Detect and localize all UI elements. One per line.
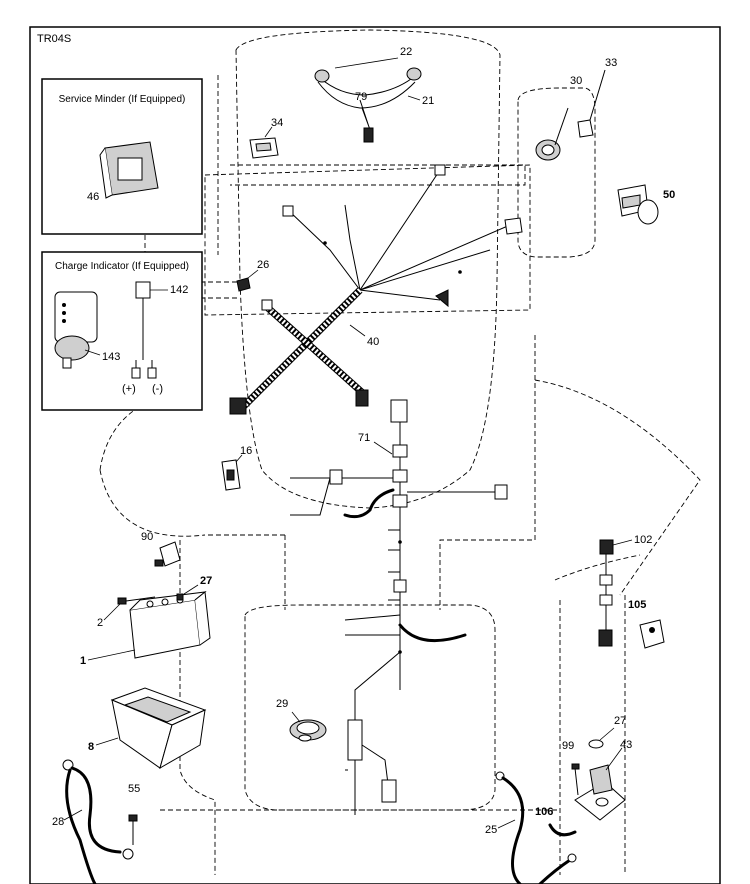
harness-71 — [290, 399, 508, 690]
part-label-26: 26 — [257, 259, 269, 271]
main-harness-40 — [229, 164, 523, 415]
part-label-28: 28 — [52, 816, 64, 828]
switch-105 — [639, 619, 665, 649]
battery-tray-8 — [110, 687, 207, 770]
part-label-106: 106 — [535, 806, 553, 818]
part-label-71: 71 — [358, 432, 370, 444]
part-label-99: 99 — [562, 740, 574, 752]
charge-indicator-gauge — [54, 291, 98, 369]
clip-106 — [548, 823, 577, 837]
pto-switch-29 — [289, 719, 327, 742]
part-label-46: 46 — [87, 191, 99, 203]
part-label-79: 79 — [355, 91, 367, 103]
battery-1 — [129, 591, 211, 659]
dash-panel-outline — [230, 164, 526, 186]
bolt-99 — [571, 763, 580, 796]
part-label-55: 55 — [128, 783, 140, 795]
part-label-143: 143 — [102, 351, 120, 363]
part-label-25: 25 — [485, 824, 497, 836]
diagram-border — [29, 26, 721, 884]
part-label-40: 40 — [367, 336, 379, 348]
part-label-30: 30 — [570, 75, 582, 87]
part-label-2: 2 — [97, 617, 103, 629]
part-label-43: 43 — [620, 739, 632, 751]
service-minder-title: Service Minder (If Equipped) — [59, 94, 186, 105]
lower-harness — [345, 651, 401, 815]
charge-indicator-title: Charge Indicator (If Equipped) — [55, 261, 189, 272]
washer-27b — [588, 739, 604, 749]
terminal-positive: (+) — [122, 383, 136, 395]
part-label-50: 50 — [663, 189, 675, 201]
part-label-102: 102 — [634, 534, 652, 546]
battery-cable-28 — [62, 759, 134, 884]
part-label-27a: 27 — [200, 575, 212, 587]
deck-outline — [244, 604, 496, 811]
connector-26 — [236, 277, 251, 292]
switch-50 — [617, 184, 659, 225]
part-label-1: 1 — [80, 655, 86, 667]
frame-outline-middle — [205, 335, 536, 610]
bolt-55 — [128, 814, 138, 845]
part-label-16: 16 — [240, 445, 252, 457]
terminal-negative: (-) — [152, 383, 163, 395]
diagram-code: TR04S — [37, 33, 71, 45]
part-label-105: 105 — [628, 599, 646, 611]
solenoid-43 — [574, 764, 626, 821]
part-label-27b: 27 — [614, 715, 626, 727]
battery-bolt-2 — [117, 596, 156, 605]
key-33 — [577, 69, 606, 138]
switch-34 — [249, 137, 279, 159]
part-label-22: 22 — [400, 46, 412, 58]
part-label-8: 8 — [88, 741, 94, 753]
headlight-harness — [314, 67, 422, 143]
part-label-90: 90 — [141, 531, 153, 543]
battery-cable-25 — [495, 771, 577, 884]
rear-frame-outline — [160, 595, 626, 875]
part-label-21: 21 — [422, 95, 434, 107]
switch-harness-102 — [598, 539, 614, 647]
right-fender-outline — [534, 379, 701, 596]
inset-connector-lines — [144, 75, 240, 299]
part-label-142: 142 — [170, 284, 188, 296]
part-label-29: 29 — [276, 698, 288, 710]
part-label-33: 33 — [605, 57, 617, 69]
frame-outline-upper — [204, 164, 531, 316]
hood-outline — [235, 29, 501, 509]
ignition-switch-30 — [535, 107, 569, 161]
service-minder-module — [99, 141, 159, 199]
battery-nut-27a — [176, 593, 184, 601]
part-label-34: 34 — [271, 117, 283, 129]
connector-16 — [221, 459, 241, 491]
charge-indicator-harness — [131, 281, 168, 379]
right-switch-area — [517, 87, 596, 258]
switch-90 — [154, 541, 181, 567]
